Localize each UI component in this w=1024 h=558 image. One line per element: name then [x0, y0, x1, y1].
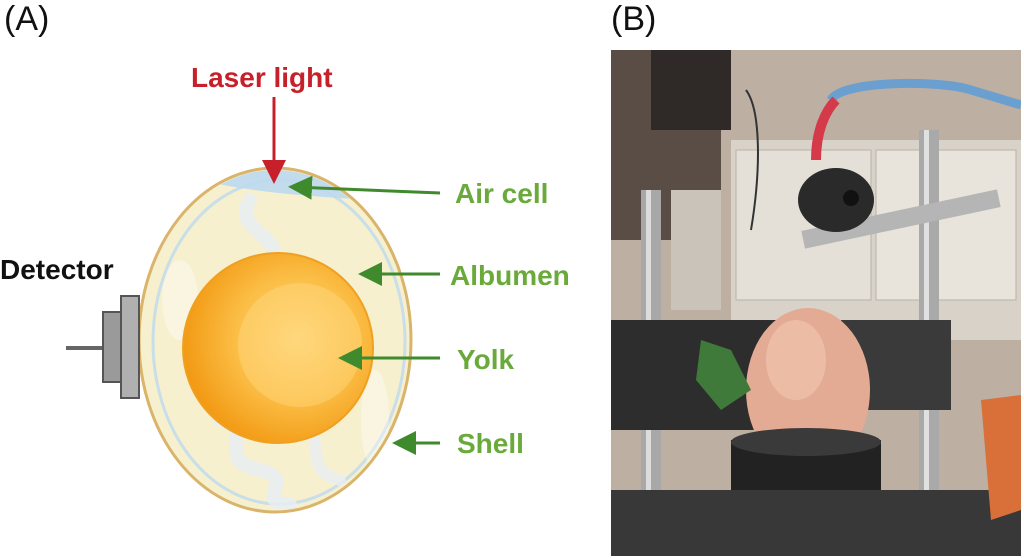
egg-diagram: Laser light Detector Air cell Albumen Yo…	[0, 62, 570, 514]
air-cell-arrow	[288, 175, 441, 200]
albumen-label: Albumen	[450, 260, 570, 291]
setup-photo	[611, 50, 1021, 556]
yolk-label: Yolk	[457, 344, 514, 375]
detector-device	[66, 295, 140, 399]
yolk-shape	[182, 252, 374, 444]
detector-label: Detector	[0, 254, 114, 285]
panel-a-label: (A)	[4, 0, 50, 38]
air-cell-label: Air cell	[455, 178, 548, 209]
laser-light-label: Laser light	[191, 62, 333, 93]
panel-b-label: (B)	[611, 0, 657, 38]
shell-label: Shell	[457, 428, 524, 459]
